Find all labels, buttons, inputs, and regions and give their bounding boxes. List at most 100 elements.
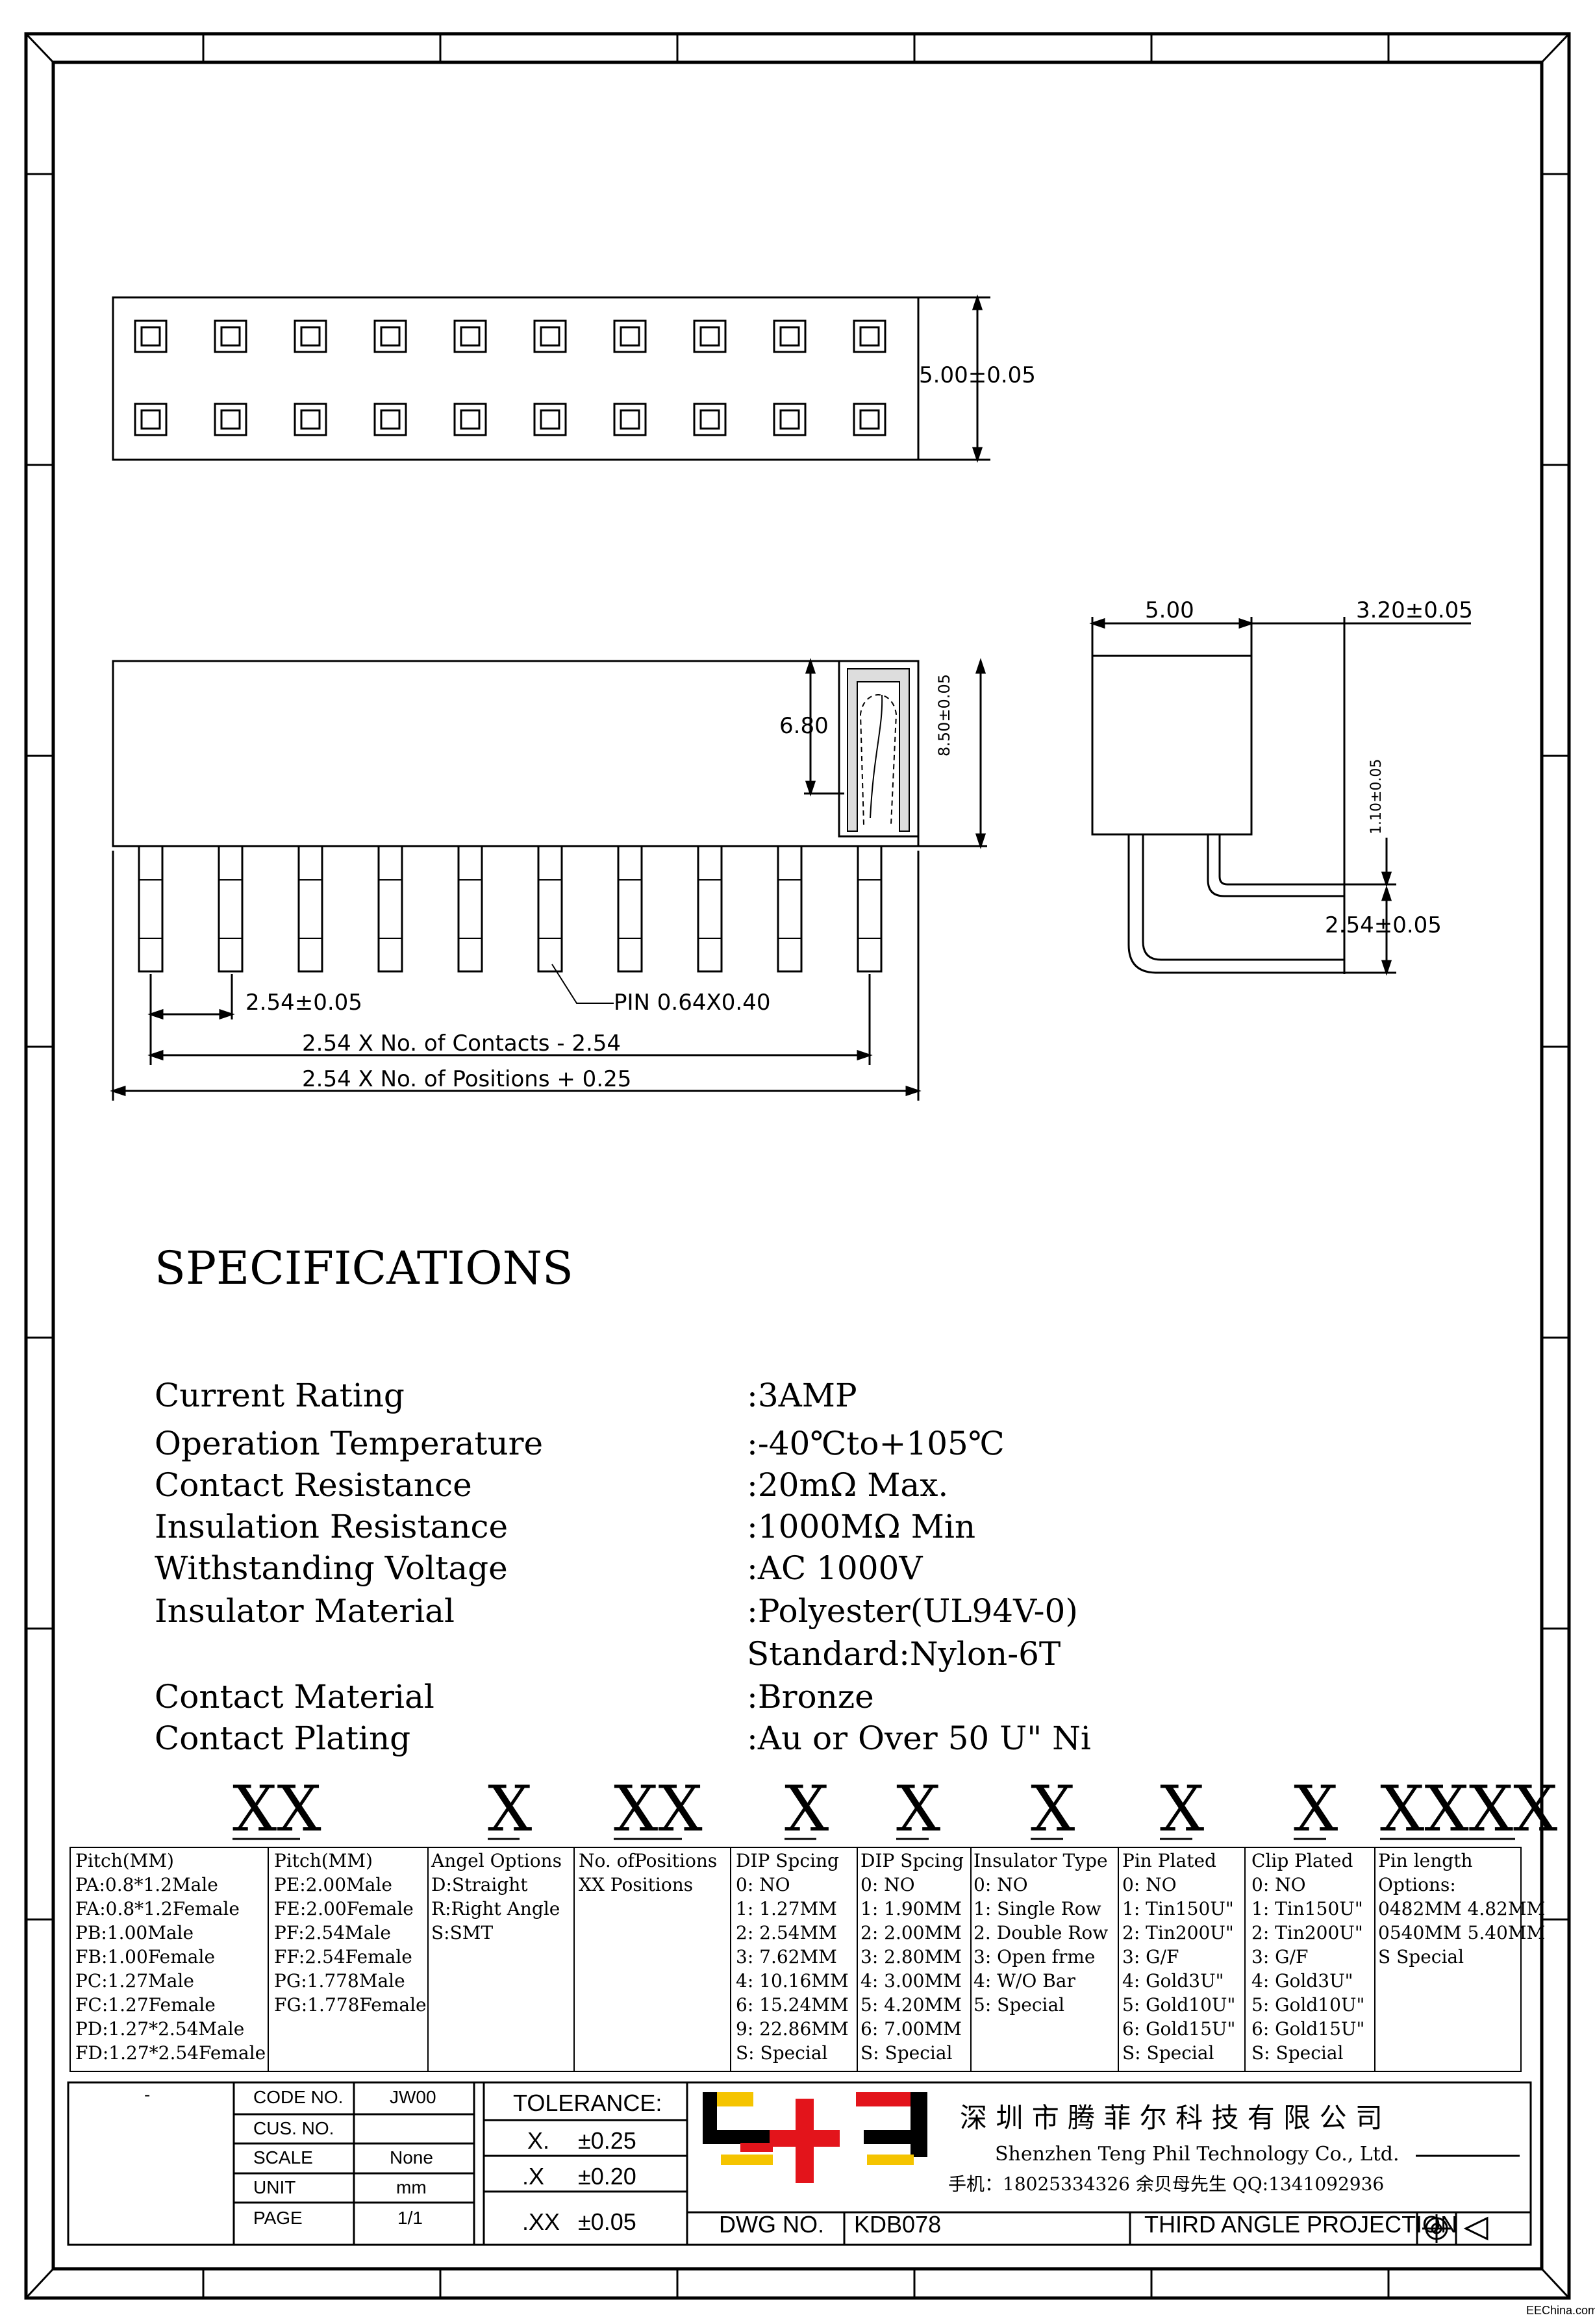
option-line: 0540MM 5.40MM (1378, 1922, 1546, 1943)
code-dip1: X (785, 1773, 829, 1845)
option-line: 3: 7.62MM (736, 1946, 837, 1968)
dim-side-width: 5.00 (1145, 597, 1194, 623)
code-dip2: X (896, 1773, 941, 1845)
company-name-en: Shenzhen Teng Phil Technology Co., Ltd. (995, 2143, 1400, 2166)
option-line: 2: Tin200U" (1251, 1922, 1363, 1943)
tb-unit: mm (396, 2177, 427, 2197)
tb-code-no-label: CODE NO. (253, 2087, 344, 2107)
dim-side-offset: 3.20±0.05 (1356, 597, 1473, 623)
code-pitch: XX (232, 1773, 321, 1845)
option-line: 0: NO (973, 1874, 1028, 1895)
tb-projection: THIRD ANGLE PROJECTION (1144, 2211, 1458, 2238)
spec-value: :-40℃to+105℃ (747, 1425, 1005, 1462)
option-line: S: Special (1251, 2042, 1344, 2064)
option-line: Pin Plated (1122, 1850, 1216, 1871)
option-line: 4: W/O Bar (973, 1970, 1075, 1992)
option-line: 5: 4.20MM (860, 1994, 962, 2016)
tb-tol-x1-label: .X (522, 2163, 545, 2190)
option-line: PF:2.54Male (274, 1922, 391, 1943)
tb-tol-x-label: X. (527, 2127, 550, 2154)
option-line: 0: NO (736, 1874, 790, 1895)
option-line: FA:0.8*1.2Female (75, 1898, 240, 1919)
spec-value: :1000MΩ Min (747, 1508, 976, 1545)
spec-value: :AC 1000V (747, 1549, 923, 1587)
option-line: Insulator Type (973, 1850, 1108, 1871)
option-line: No. ofPositions (579, 1850, 718, 1871)
spec-value: :20mΩ Max. (747, 1466, 949, 1504)
option-line: 9: 22.86MM (736, 2018, 849, 2040)
company-contact: 手机：18025334326 余贝母先生 QQ:1341092936 (948, 2173, 1385, 2195)
tb-code-no: JW00 (390, 2087, 436, 2107)
option-line: FE:2.00Female (274, 1898, 414, 1919)
option-line: Options: (1378, 1874, 1456, 1895)
option-line: 6: Gold15U" (1251, 2018, 1365, 2040)
specs-title: SPECIFICATIONS (155, 1242, 573, 1295)
option-line: S:SMT (431, 1922, 494, 1943)
option-line: Clip Plated (1251, 1850, 1353, 1871)
tb-tol-x2: ±0.05 (578, 2208, 636, 2235)
dim-formula-positions: 2.54 X No. of Positions + 0.25 (302, 1066, 632, 1092)
option-line: S: Special (1122, 2042, 1214, 2064)
spec-label: Current Rating (155, 1377, 405, 1414)
dim-tail: 1.10±0.05 (1368, 758, 1385, 834)
option-line: 5: Special (973, 1994, 1065, 2016)
code-angle: X (488, 1773, 533, 1845)
option-line: 6: Gold15U" (1122, 2018, 1236, 2040)
option-line: 2: 2.00MM (860, 1922, 962, 1943)
tb-scale-label: SCALE (253, 2147, 313, 2168)
option-line: 3: 2.80MM (860, 1946, 962, 1968)
option-line: 3: G/F (1122, 1946, 1179, 1968)
option-line: FC:1.27Female (75, 1994, 216, 2016)
option-line: 4: 10.16MM (736, 1970, 849, 1992)
option-line: S Special (1378, 1946, 1464, 1968)
option-line: Pitch(MM) (274, 1850, 373, 1871)
dim-body-inner: 6.80 (779, 713, 829, 739)
option-line: 4: Gold3U" (1251, 1970, 1353, 1992)
option-line: FG:1.778Female (274, 1994, 427, 2016)
option-line: 3: G/F (1251, 1946, 1309, 1968)
code-pin-length: XXXX (1380, 1773, 1558, 1845)
option-line: PE:2.00Male (274, 1874, 392, 1895)
spec-label: Insulator Material (155, 1592, 455, 1630)
spec-label: Operation Temperature (155, 1425, 544, 1462)
option-line: 5: Gold10U" (1122, 1994, 1236, 2016)
tb-tol-x2-label: .XX (522, 2208, 560, 2235)
code-positions: XX (614, 1773, 703, 1845)
code-clip-plated: X (1294, 1773, 1338, 1845)
spec-value: :Bronze (747, 1678, 874, 1716)
tb-scale: None (390, 2147, 433, 2168)
option-line: R:Right Angle (431, 1898, 560, 1919)
option-line: S: Special (860, 2042, 953, 2064)
spec-label: Insulation Resistance (155, 1508, 509, 1545)
spec-value: :Au or Over 50 U" Ni (747, 1719, 1091, 1757)
option-line: 1: Tin150U" (1251, 1898, 1363, 1919)
dim-body-height: 8.50±0.05 (935, 674, 953, 756)
option-line: PC:1.27Male (75, 1970, 194, 1992)
option-line: 2. Double Row (973, 1922, 1109, 1943)
option-line: 1: 1.90MM (860, 1898, 962, 1919)
spec-value: :3AMP (747, 1377, 857, 1414)
option-line: DIP Spcing (860, 1850, 964, 1871)
option-line: DIP Spcing (736, 1850, 839, 1871)
option-line: 6: 15.24MM (736, 1994, 849, 2016)
option-line: 4: 3.00MM (860, 1970, 962, 1992)
spec-label: Contact Plating (155, 1719, 411, 1757)
code-insulator: X (1031, 1773, 1075, 1845)
spec-value: :Polyester(UL94V-0) (747, 1592, 1078, 1630)
option-line: PD:1.27*2.54Male (75, 2018, 245, 2040)
option-line: 0: NO (860, 1874, 915, 1895)
option-line: 1: Tin150U" (1122, 1898, 1234, 1919)
option-line: 2: Tin200U" (1122, 1922, 1234, 1943)
option-line: Angel Options (431, 1850, 562, 1871)
tb-unit-label: UNIT (253, 2177, 296, 2197)
option-line: PB:1.00Male (75, 1922, 194, 1943)
option-line: PA:0.8*1.2Male (75, 1874, 218, 1895)
tb-dwg-no: KDB078 (854, 2211, 942, 2238)
